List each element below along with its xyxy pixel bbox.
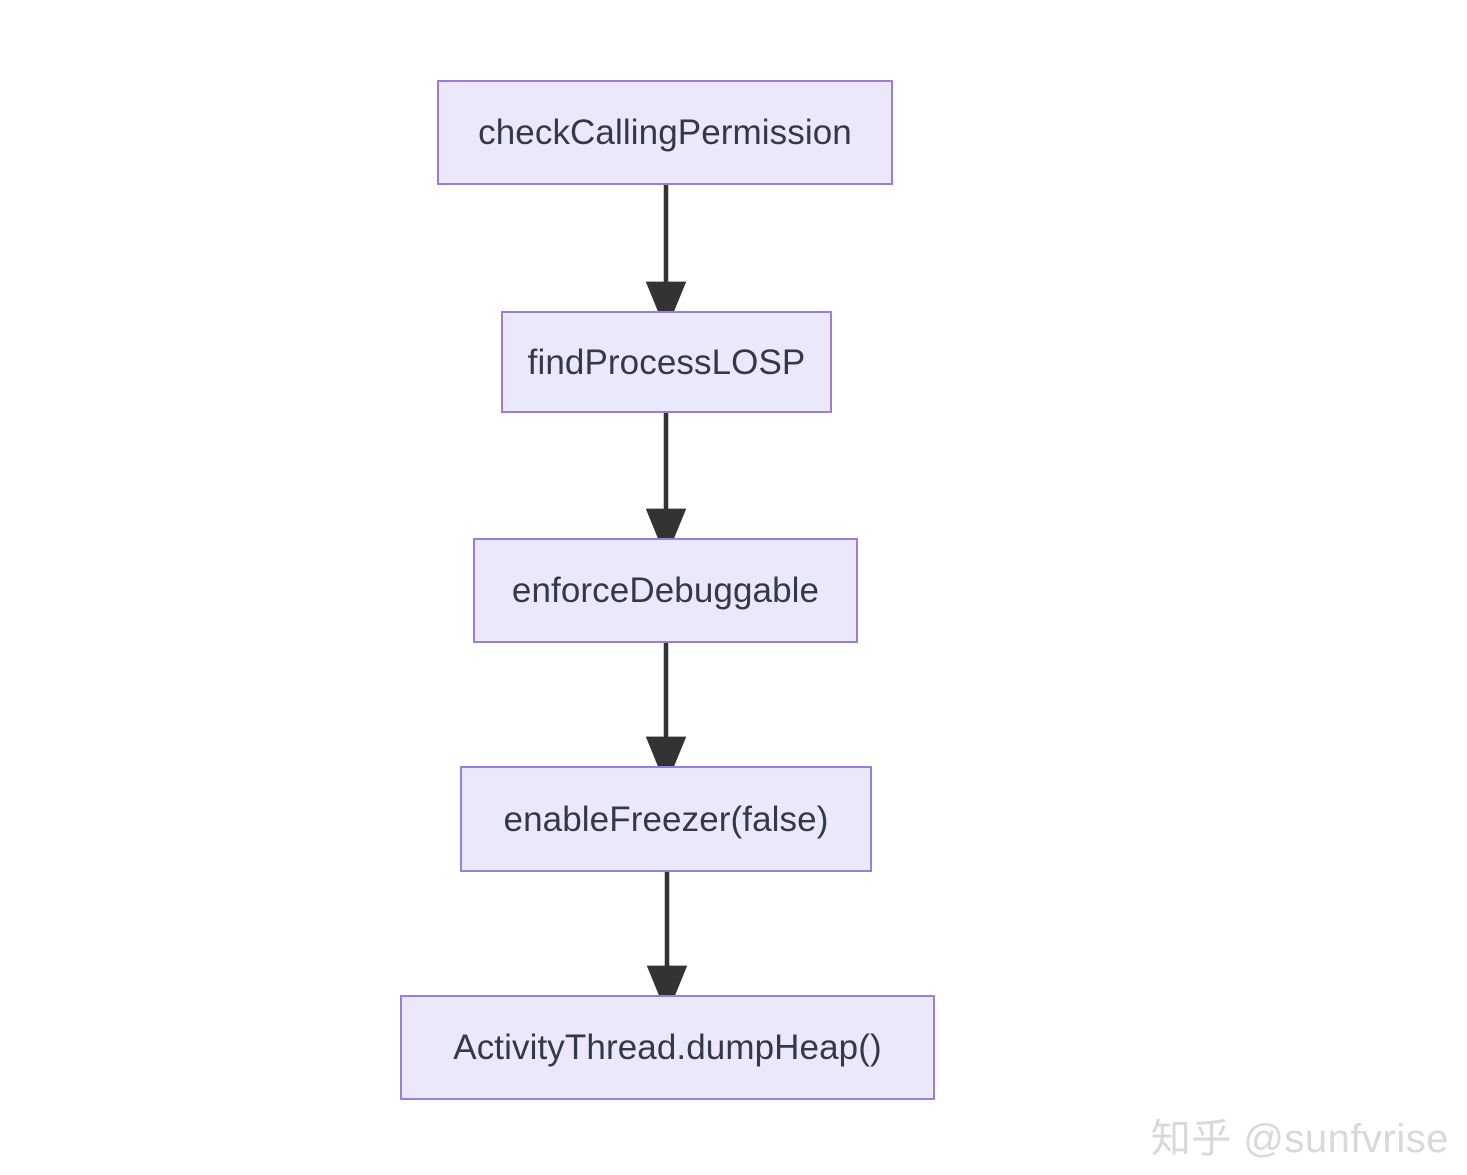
flow-node-label: checkCallingPermission (478, 113, 852, 152)
flow-node-label: ActivityThread.dumpHeap() (453, 1028, 882, 1067)
flow-node-label: findProcessLOSP (527, 342, 806, 382)
flow-node-label: enableFreezer(false) (503, 799, 829, 839)
flow-node-find-process-losp[interactable]: findProcessLOSP (501, 311, 832, 413)
watermark-text: 知乎 @sunfvrise (1150, 1117, 1449, 1161)
flow-node-enable-freezer[interactable]: enableFreezer(false) (460, 766, 872, 872)
flow-node-label: enforceDebuggable (511, 571, 820, 610)
flow-node-check-calling-permission[interactable]: checkCallingPermission (437, 80, 893, 185)
flow-node-activity-thread-dump-heap[interactable]: ActivityThread.dumpHeap() (400, 995, 935, 1100)
flow-node-enforce-debuggable[interactable]: enforceDebuggable (473, 538, 858, 643)
